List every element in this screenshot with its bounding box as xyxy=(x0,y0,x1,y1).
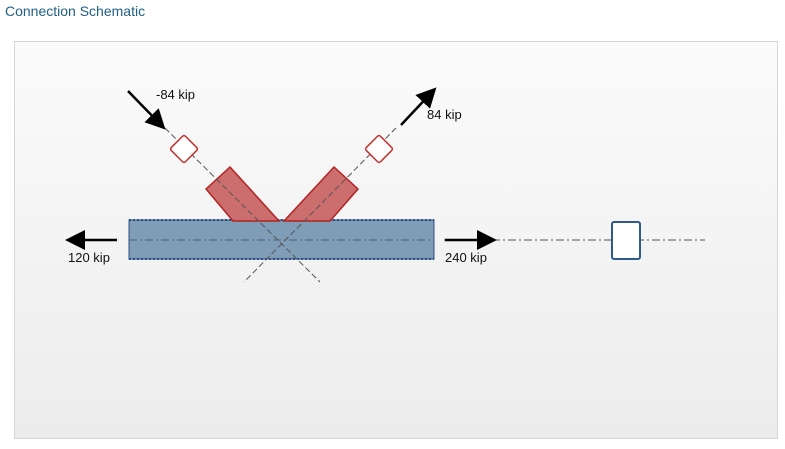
page-title: Connection Schematic xyxy=(5,3,146,19)
right-brace-member xyxy=(282,165,360,222)
left-brace-node-icon xyxy=(169,134,199,164)
beam-left-load-label: 120 kip xyxy=(68,250,110,265)
brace-right-load-arrow-icon xyxy=(400,87,437,126)
left-brace-member xyxy=(204,165,281,222)
brace-right-load-label: 84 kip xyxy=(427,107,462,122)
beam-right-load-label: 240 kip xyxy=(445,250,487,265)
right-brace-node-icon xyxy=(364,134,394,164)
brace-left-load-label: -84 kip xyxy=(156,87,195,102)
brace-left-load-arrow-icon xyxy=(127,90,166,130)
column-section-icon xyxy=(611,221,641,260)
